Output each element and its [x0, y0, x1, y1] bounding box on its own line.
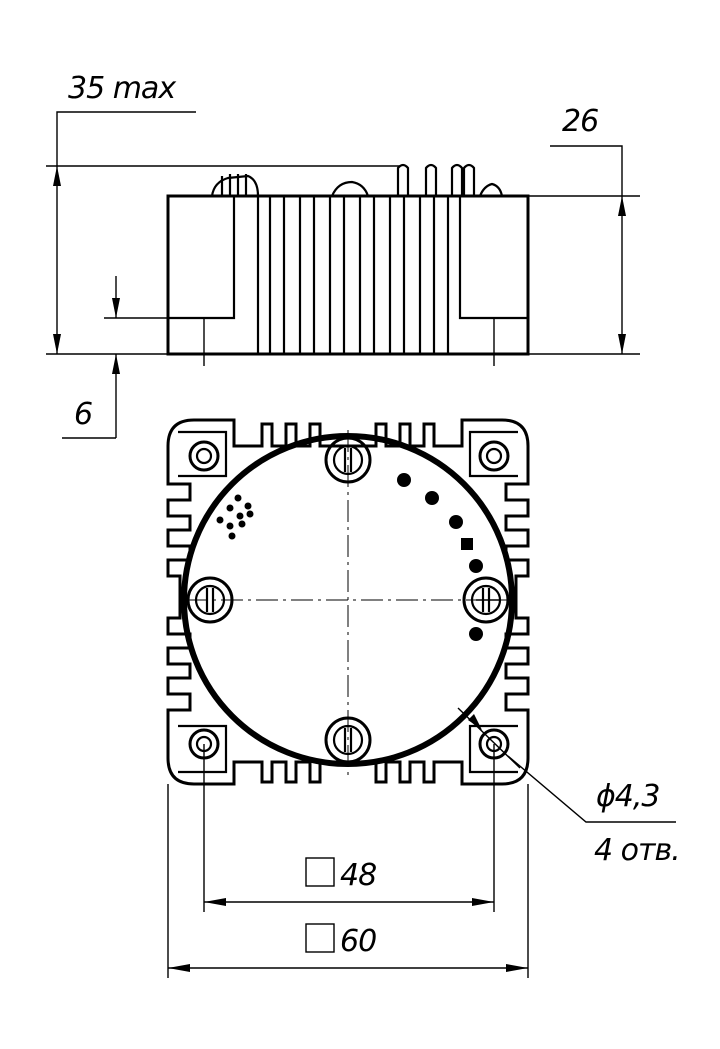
dim-hole-spacing: 48: [340, 858, 376, 893]
vent-dots: [216, 494, 254, 540]
side-pins: [396, 163, 476, 196]
dim-hole-count: 4 отв.: [594, 833, 680, 868]
circle-screws: [186, 436, 510, 764]
side-fins: [256, 196, 450, 354]
square-symbol-60: [305, 923, 335, 953]
mounting-holes: [188, 440, 510, 760]
side-body-outline: [166, 194, 530, 356]
indicator-dots: [397, 473, 483, 641]
dim-overall-height: 35 max: [68, 71, 176, 106]
side-left-block: [168, 196, 236, 320]
square-symbol-48: [305, 857, 335, 887]
side-right-block: [458, 196, 528, 320]
top-outer-outline: [166, 418, 530, 786]
side-view: 35 max 26 6: [46, 71, 640, 439]
top-view: ϕ4,3 4 отв. 48 60: [166, 418, 681, 978]
side-screw-heads: [210, 174, 504, 197]
dim-hole-diameter: ϕ4,3: [596, 779, 660, 814]
dim-body-height: 26: [562, 104, 598, 139]
dim-outer-size: 60: [340, 924, 376, 959]
dim-base-height: 6: [74, 397, 92, 432]
